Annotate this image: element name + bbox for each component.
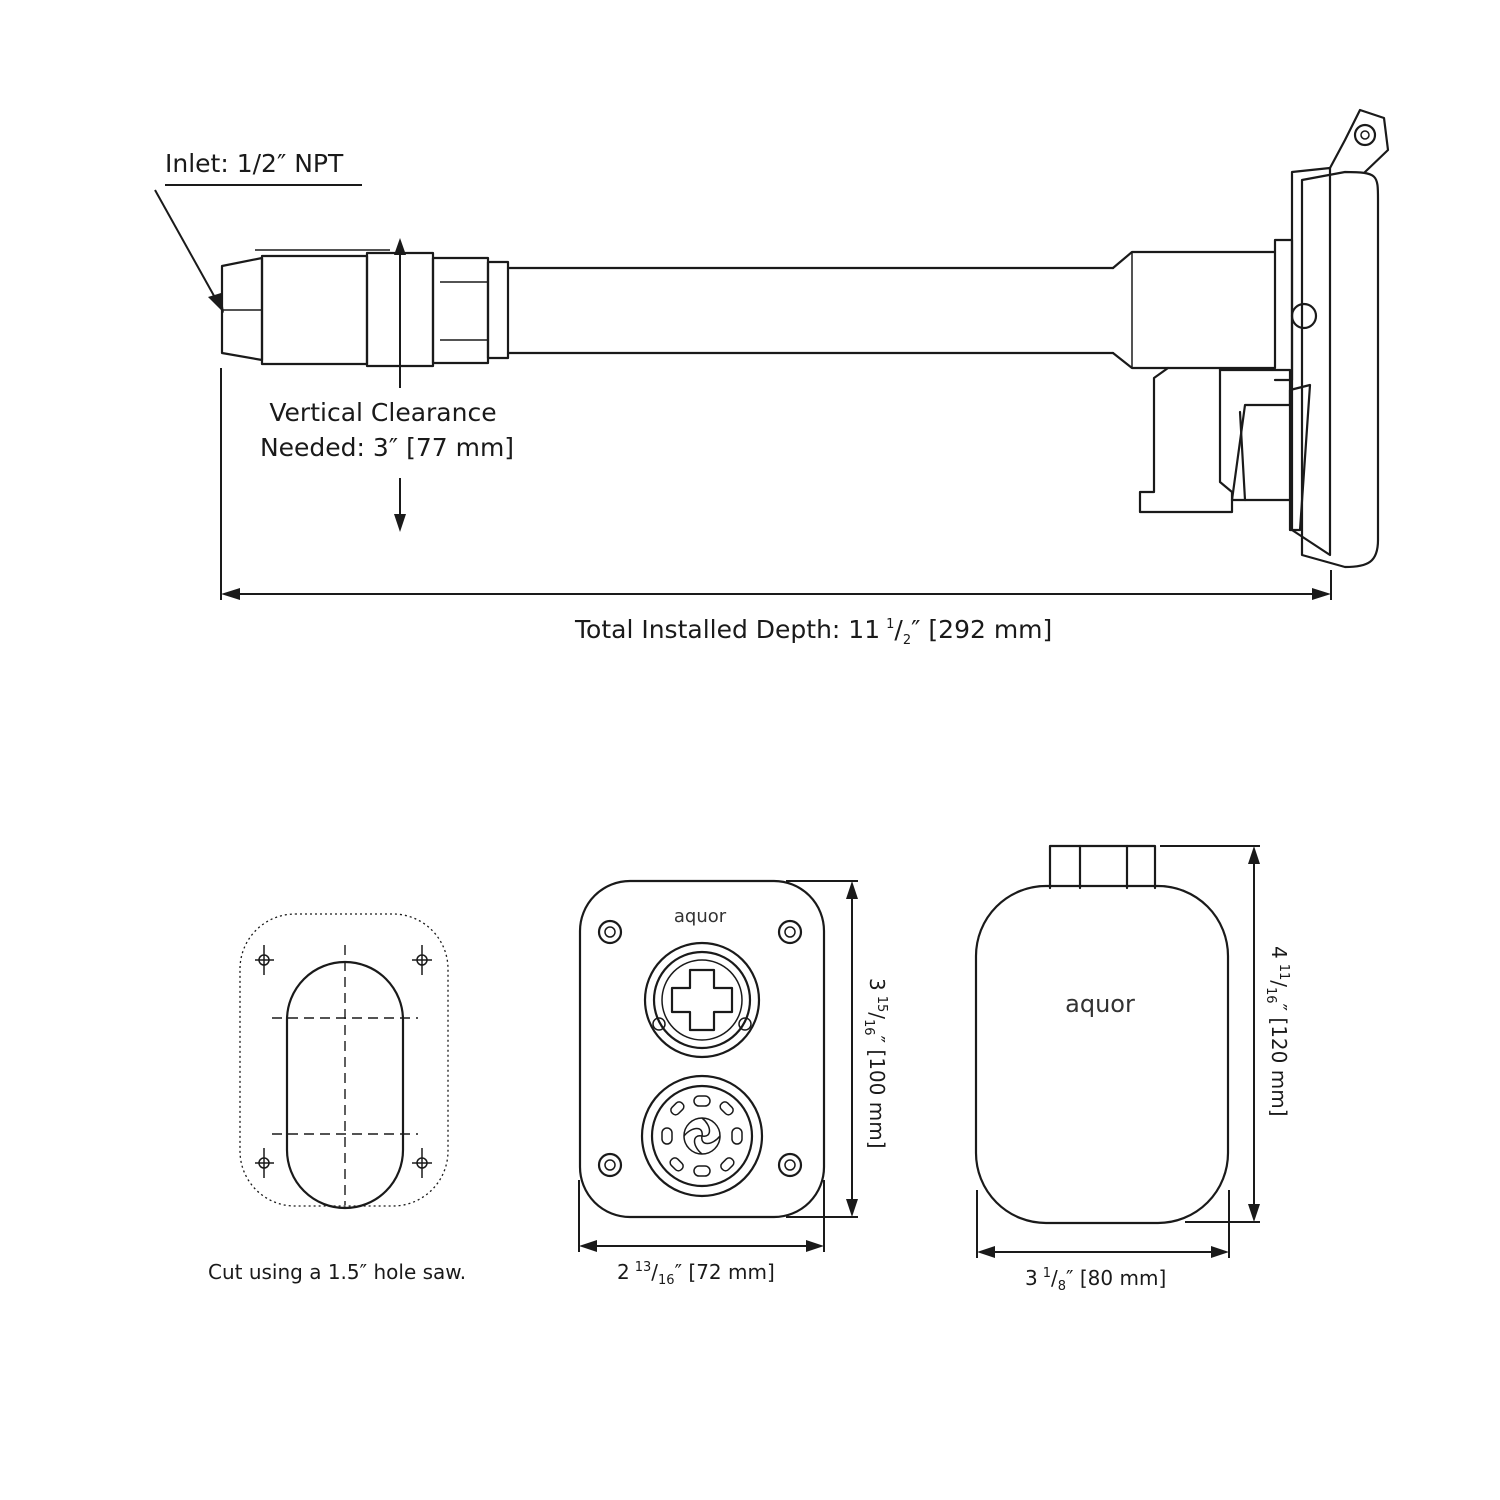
- mounting-screw-icon: [255, 945, 432, 1178]
- cover-height-label: 411/16″ [120 mm]: [1263, 946, 1291, 1117]
- side-view: Inlet: 1/2″ NPT: [154, 108, 1390, 648]
- inlet-fitting-icon: [220, 249, 510, 368]
- clearance-label-line1: Vertical Clearance: [269, 398, 496, 427]
- aquor-swirl-logo-icon: [640, 1074, 764, 1198]
- hose-connector-icon: [643, 941, 761, 1059]
- clearance-label-line2: Needed: 3″ [77 mm]: [260, 433, 514, 462]
- front-brand-logo: aquor: [674, 906, 727, 927]
- inlet-label: Inlet: 1/2″ NPT: [165, 149, 344, 178]
- cutout-caption: Cut using a 1.5″ hole saw.: [208, 1260, 466, 1284]
- cutout-view: Cut using a 1.5″ hole saw.: [208, 913, 466, 1284]
- flange-cover: [1290, 108, 1390, 569]
- cover-brand-logo: aquor: [1065, 990, 1135, 1018]
- valve-body: [1111, 238, 1318, 532]
- front-view: aquor: [578, 879, 889, 1288]
- front-height-label: 315/16″ [100 mm]: [861, 978, 889, 1149]
